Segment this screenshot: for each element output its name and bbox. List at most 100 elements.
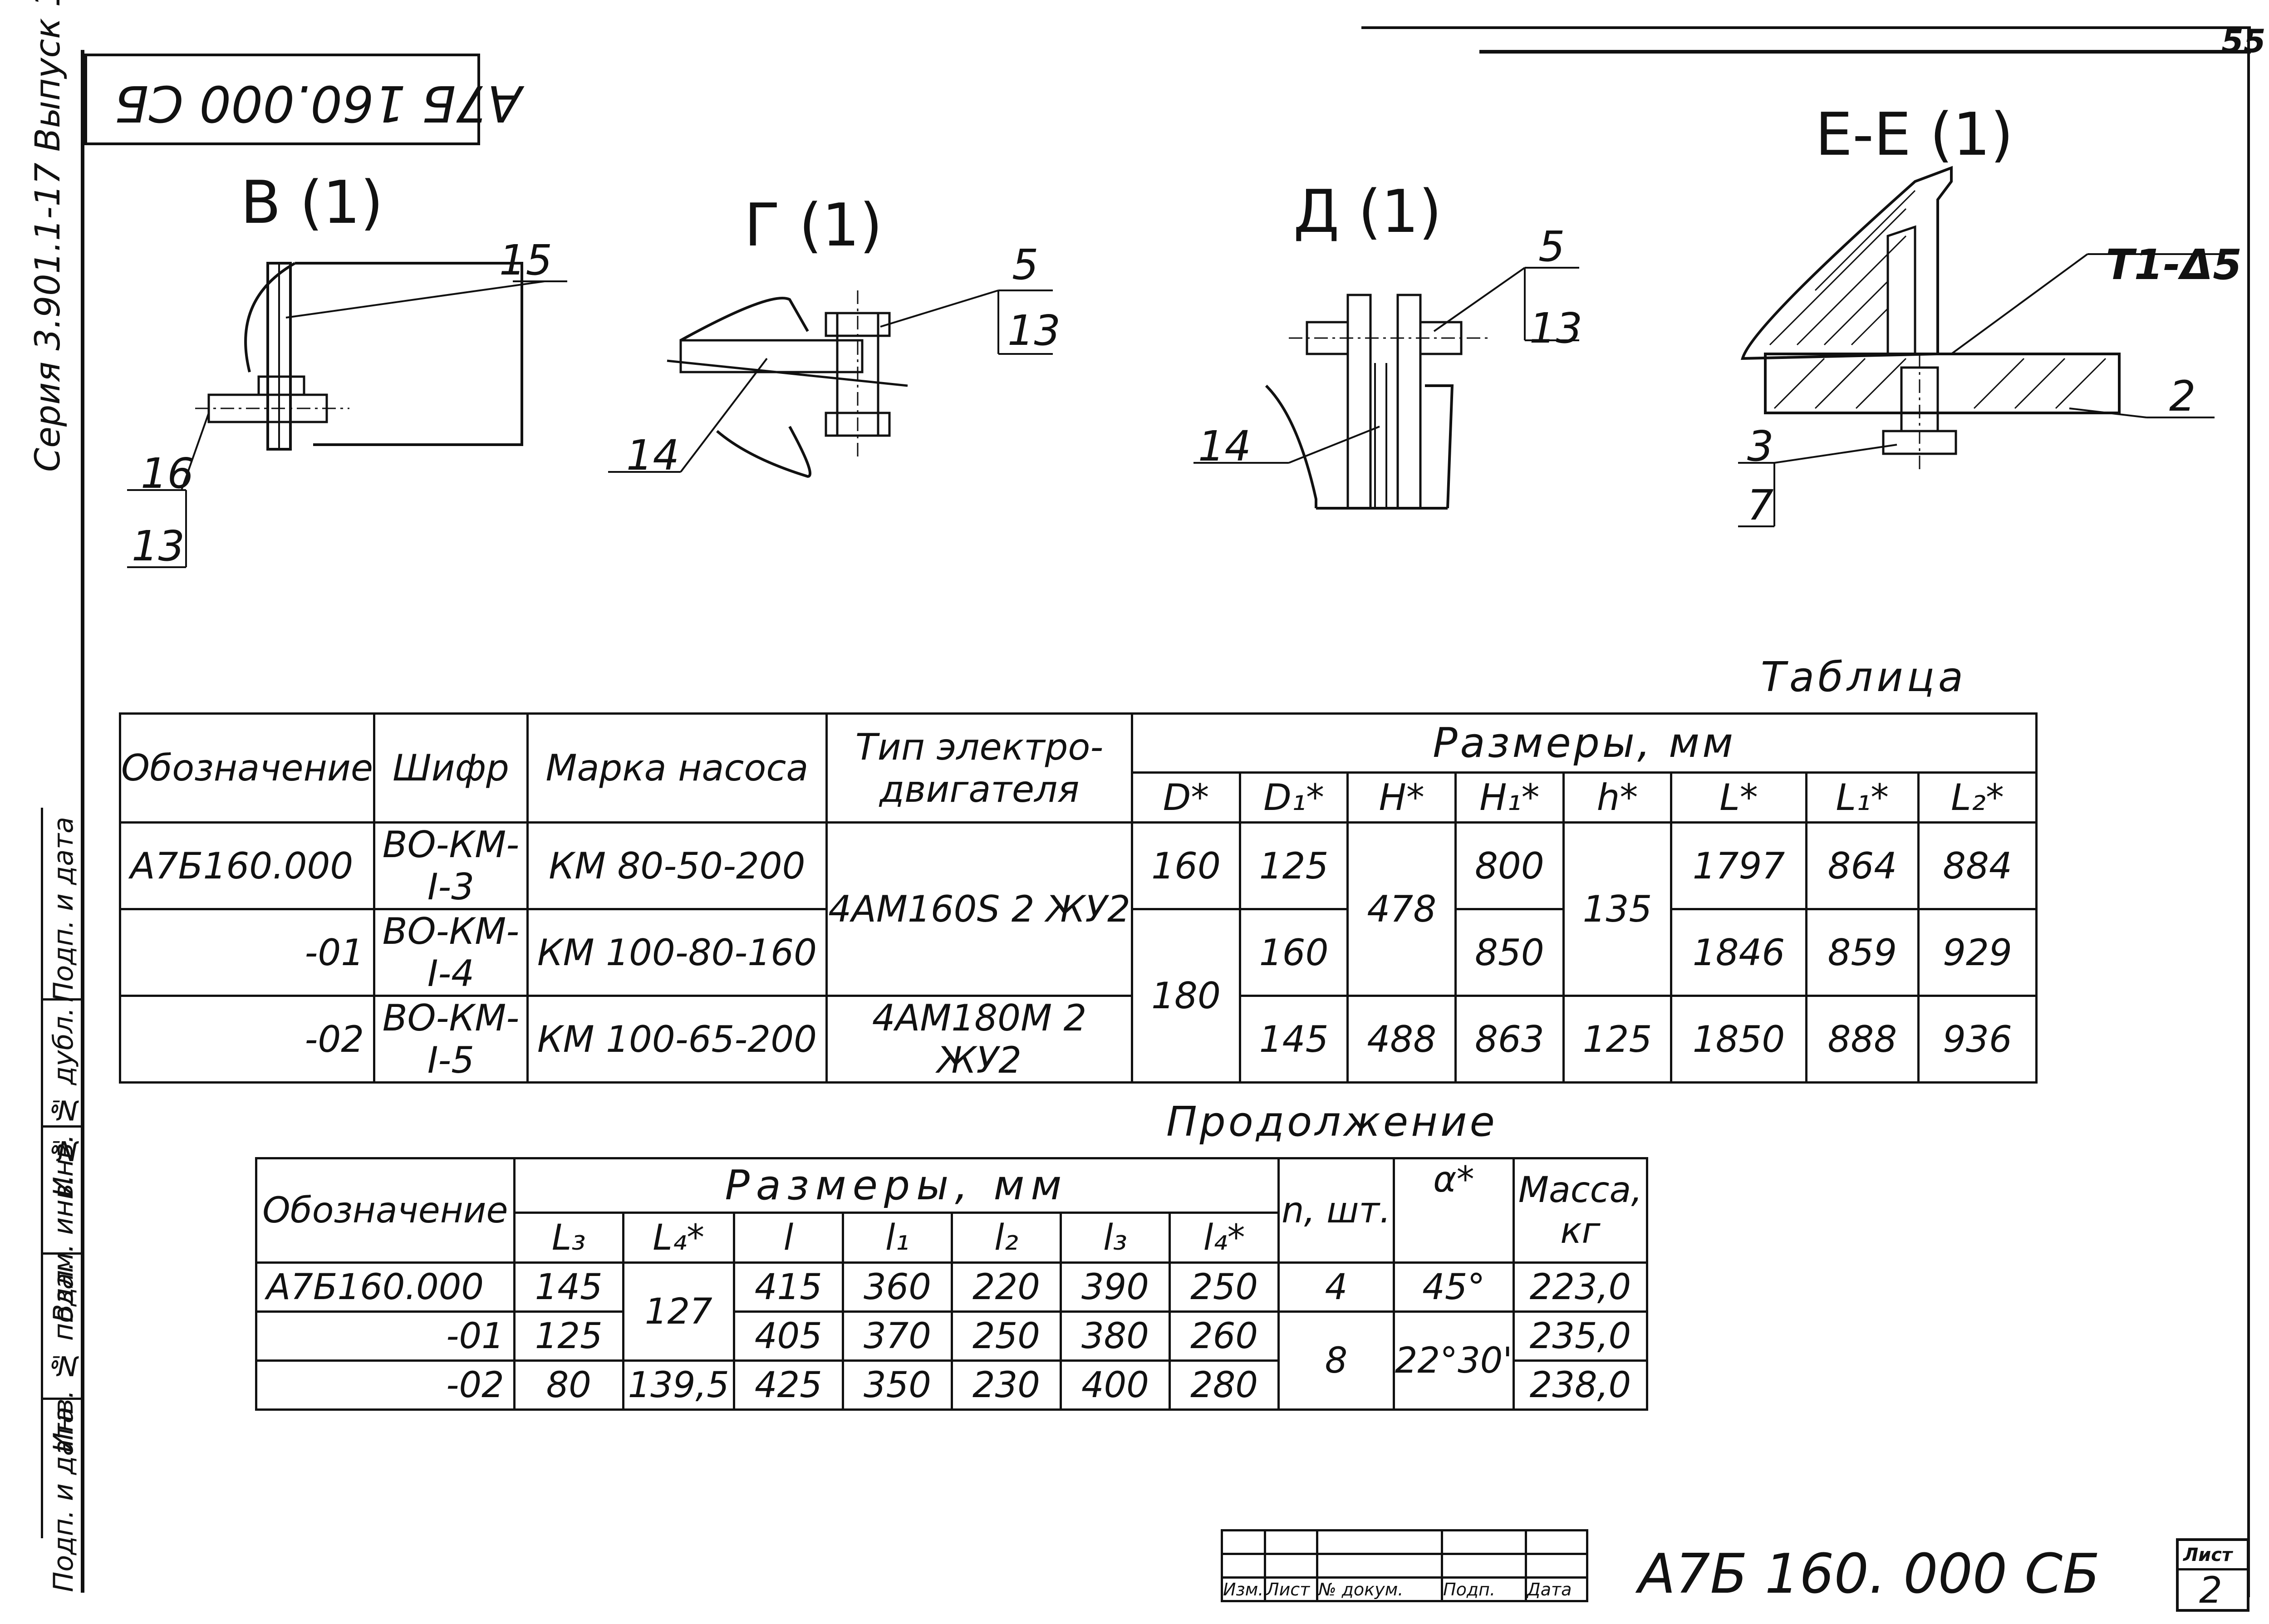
t1-col-H1: H₁* — [1454, 771, 1565, 824]
tb-header-izm: Изм. — [1221, 1576, 1266, 1602]
t1-col-H: H* — [1346, 771, 1457, 824]
view-b-callout-13: 13 — [132, 522, 185, 570]
view-e-callout-weld: Т1-Δ5 — [2106, 240, 2242, 289]
t2-header-alpha: α* — [1392, 1157, 1515, 1264]
t1-r2-pump: КМ 100-80-160 — [526, 908, 828, 997]
t2-r1-alpha: 45° — [1392, 1261, 1515, 1313]
view-e-drawing — [1738, 166, 2224, 527]
t2-col-l1: l₁ — [841, 1212, 953, 1264]
view-b-callout-15: 15 — [499, 236, 553, 285]
frame-right-line — [2247, 27, 2250, 1597]
t1-r1-H1: 800 — [1454, 821, 1565, 910]
t1-header-code: Шифр — [373, 712, 529, 824]
t1-r3-pump: КМ 100-65-200 — [526, 995, 828, 1084]
sheet-divider — [2179, 1568, 2247, 1570]
t1-col-h: h* — [1562, 771, 1673, 824]
t2-col-l3: l₃ — [1059, 1212, 1171, 1264]
t2-r3-l1: 350 — [841, 1359, 953, 1411]
t1-r1-code: ВО-КМ-I-3 — [373, 821, 529, 910]
view-d-callout-5: 5 — [1538, 222, 1565, 271]
t1-col-L1: L₁* — [1805, 771, 1920, 824]
t2-r1-l: 415 — [732, 1261, 844, 1313]
t1-D-a: 160 — [1131, 821, 1241, 910]
t2-r2-designation: -01 — [255, 1310, 516, 1362]
t1-r1-L2: 884 — [1917, 821, 2038, 910]
side-stamp-cell-1: Подп. и дата — [43, 808, 84, 1002]
t1-col-D: D* — [1131, 771, 1241, 824]
title-block-header-row: Изм. Лист № докум. Подп. Дата — [1221, 1576, 1588, 1602]
t2-r3-l3: 400 — [1059, 1359, 1171, 1411]
side-stamp-label-5: Подп. и дата — [48, 1407, 79, 1592]
title-block-grid: Изм. Лист № докум. Подп. Дата — [1221, 1529, 1588, 1602]
t2-r2-mass: 235,0 — [1512, 1310, 1649, 1362]
t1-r3-designation: -02 — [118, 995, 376, 1084]
series-label: Серия 3.901.1-17 Выпуск 1 — [27, 0, 68, 472]
t2-header-mass: Масса, кг — [1512, 1157, 1649, 1264]
view-g-callout-13: 13 — [1007, 306, 1061, 355]
t2-r1-l1: 360 — [841, 1261, 953, 1313]
view-g-drawing — [608, 289, 1053, 478]
t2-header-n: n, шт. — [1277, 1157, 1395, 1264]
t2-r1-l3: 390 — [1059, 1261, 1171, 1313]
t1-r2-D1: 160 — [1238, 908, 1349, 997]
title-block-code: А7Б 160. 000 СБ — [1638, 1543, 2100, 1606]
view-g-callout-5: 5 — [1012, 240, 1039, 289]
t1-H-a: 478 — [1346, 821, 1457, 997]
t1-h-a: 135 — [1562, 821, 1673, 997]
t1-r1-L: 1797 — [1670, 821, 1807, 910]
t2-r3-L3: 80 — [513, 1359, 624, 1411]
t1-header-pump: Марка насоса — [526, 712, 828, 824]
view-e-title: Е-Е (1) — [1815, 100, 2014, 169]
tb-header-sign: Подп. — [1441, 1576, 1527, 1602]
t2-col-L4: L₄* — [622, 1212, 735, 1264]
t2-r1-l4: 250 — [1169, 1261, 1280, 1313]
t2-r2-l4: 260 — [1169, 1310, 1280, 1362]
side-stamp-cell-4: Инв. № подл. — [43, 1252, 84, 1453]
view-e-callout-3: 3 — [1747, 422, 1774, 471]
t2-r1-designation: А7Б160.000 — [255, 1261, 516, 1313]
t1-r2-L1: 859 — [1805, 908, 1920, 997]
t1-r2-L: 1846 — [1670, 908, 1807, 997]
tb-header-doc: № докум. — [1316, 1576, 1443, 1602]
view-b-drawing — [127, 262, 567, 568]
sheet-number-top: 55 — [2221, 23, 2266, 60]
view-d-drawing — [1193, 267, 1579, 510]
t1-col-L2: L₂* — [1917, 771, 2038, 824]
side-stamp-cell-2: Инв. № дубл. — [43, 998, 84, 1197]
t2-col-l: l — [732, 1212, 844, 1264]
t1-r3-D1: 145 — [1238, 995, 1349, 1084]
sheet-value: 2 — [2199, 1569, 2222, 1611]
t2-n-b: 8 — [1277, 1310, 1395, 1411]
view-e-callout-7: 7 — [1747, 481, 1774, 530]
t1-motor-b: 4АМ180М 2 ЖУ2 — [825, 995, 1134, 1084]
t2-r3-L4: 139,5 — [622, 1359, 735, 1411]
view-g-title: Г (1) — [744, 191, 883, 260]
view-d-callout-13: 13 — [1529, 304, 1583, 353]
table-row: -02 80 139,5 425 350 230 400 280 238,0 — [255, 1359, 1649, 1411]
t2-r3-l2: 230 — [950, 1359, 1062, 1411]
view-d-title: Д (1) — [1293, 177, 1442, 246]
t2-r3-l4: 280 — [1169, 1359, 1280, 1411]
tb-header-list: Лист — [1264, 1576, 1318, 1602]
t2-r3-l: 425 — [732, 1359, 844, 1411]
frame-top-line — [1361, 26, 2251, 29]
rotated-code-stamp: А7Б 160.000 СБ — [84, 54, 522, 145]
t1-D-b: 180 — [1131, 908, 1241, 1084]
t1-r1-pump: КМ 80-50-200 — [526, 821, 828, 910]
t1-r3-L2: 936 — [1917, 995, 2038, 1084]
t1-r1-L1: 864 — [1805, 821, 1920, 910]
t1-r2-H1: 850 — [1454, 908, 1565, 997]
t1-motor-a: 4АМ160S 2 ЖУ2 — [825, 821, 1134, 997]
view-g-callout-14: 14 — [626, 431, 680, 480]
side-stamp-label-1: Подп. и дата — [48, 817, 79, 1002]
t1-r2-code: ВО-КМ-I-4 — [373, 908, 529, 997]
t2-col-l4: l₄* — [1169, 1212, 1280, 1264]
table2: Обозначение Размеры, мм n, шт. α* Масса,… — [255, 1157, 1649, 1411]
table-row: -01 ВО-КМ-I-4 КМ 100-80-160 180 160 850 … — [118, 908, 2038, 1084]
table1: Обозначение Шифр Марка насоса Тип электр… — [118, 712, 2038, 1084]
side-stamp-cell-5: Подп. и дата — [43, 1398, 84, 1592]
table-row: -02 ВО-КМ-I-5 КМ 100-65-200 4АМ180М 2 ЖУ… — [118, 995, 2038, 1084]
t1-r1-D1: 125 — [1238, 821, 1349, 910]
rotated-code-text: А7Б 160.000 СБ — [114, 74, 522, 132]
t2-r2-l1: 370 — [841, 1310, 953, 1362]
